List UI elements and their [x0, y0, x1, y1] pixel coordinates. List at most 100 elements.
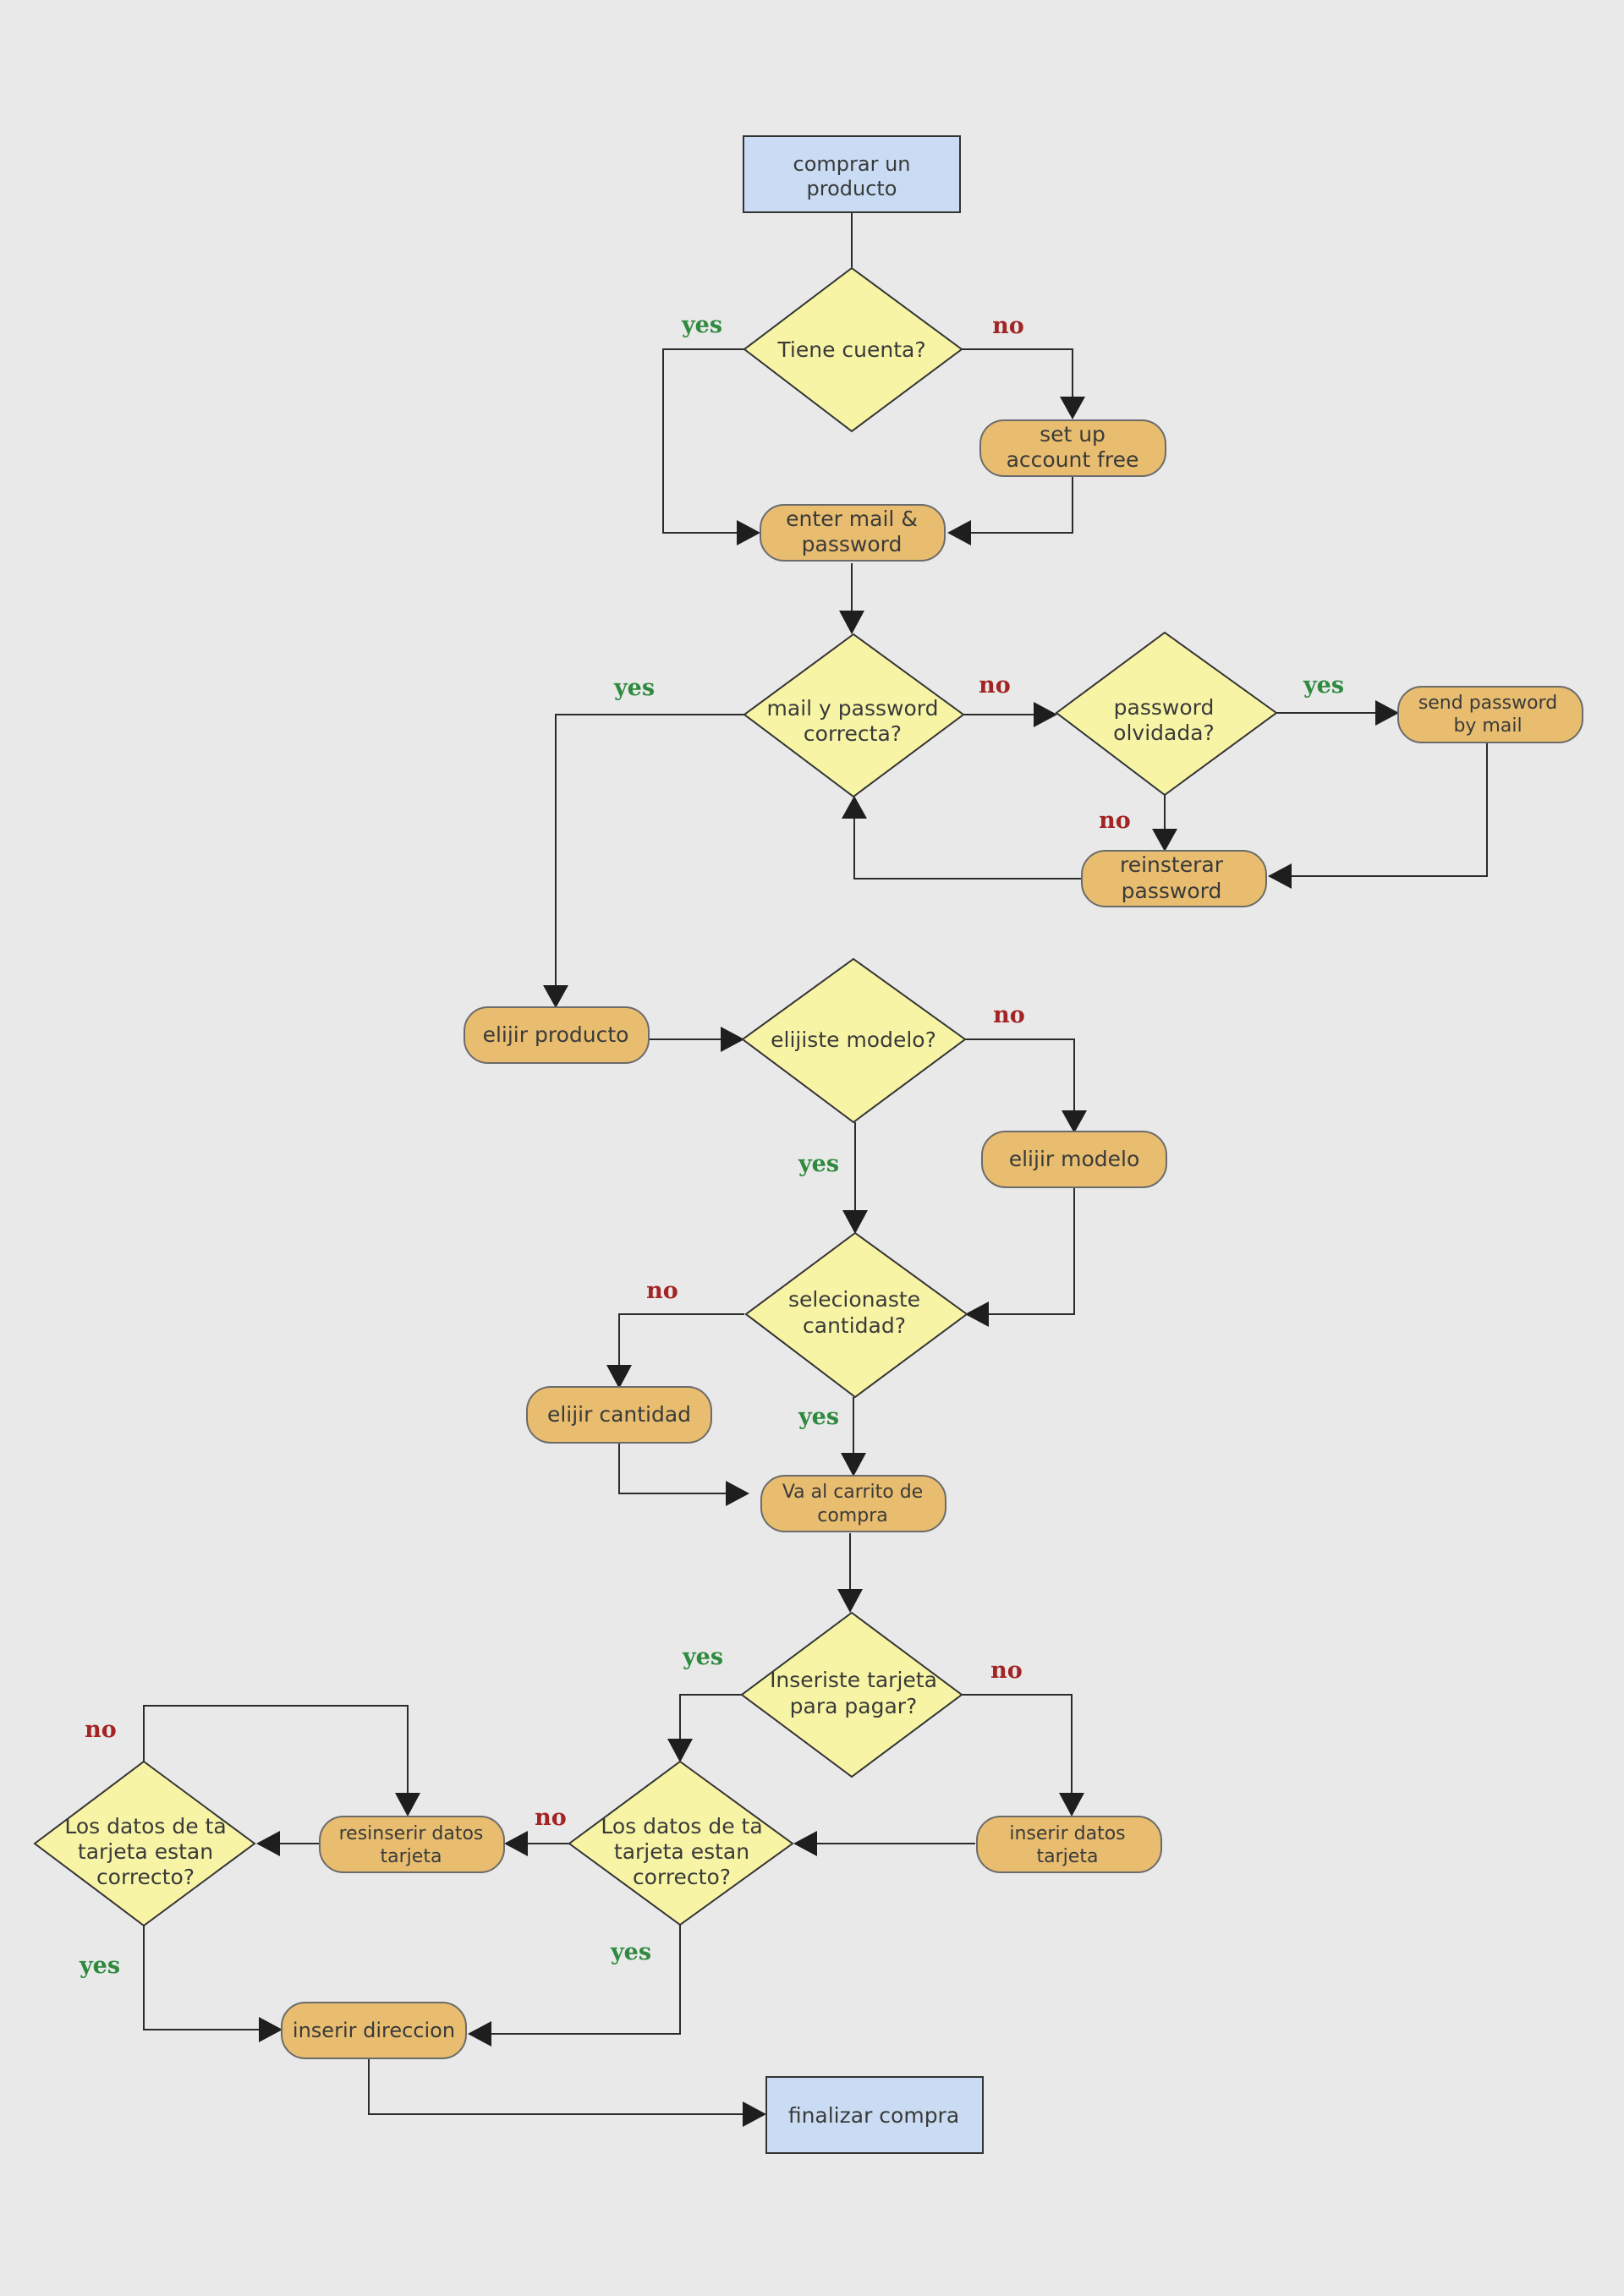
label-cantidad-no: no: [646, 1278, 678, 1304]
process-inserir-direccion-text: inserir direccion: [293, 2019, 455, 2042]
process-enter-mail-line-1: enter mail &: [786, 507, 918, 531]
edge-mail-yes: [555, 714, 744, 1005]
label-datos2-no: no: [85, 1717, 117, 1743]
label-olvidada-yes: yes: [1303, 672, 1344, 699]
decision-datos-correcto-2-line-1: Los datos de ta: [64, 1814, 226, 1838]
process-resinserir-datos-line-1: resinserir datos: [339, 1823, 484, 1844]
decision-selecionaste-cantidad-line-1: selecionaste: [788, 1287, 920, 1312]
process-inserir-direccion: inserir direccion: [281, 2002, 467, 2059]
process-inserir-datos-line-2: tarjeta: [1037, 1846, 1099, 1867]
decision-datos-correcto-1-line-2: tarjeta estan: [614, 1839, 749, 1864]
arrowhead: [837, 1589, 863, 1613]
arrowhead: [793, 1831, 817, 1856]
end-node-text: finalizar compra: [788, 2103, 959, 2128]
process-elijir-producto: elijir producto: [464, 1006, 650, 1064]
label-modelo-yes: yes: [798, 1151, 839, 1177]
decision-inseriste-tarjeta-line-1: Inseriste tarjeta: [770, 1668, 937, 1692]
decision-datos-correcto-1-line-1: Los datos de ta: [601, 1814, 762, 1838]
decision-datos-correcto-2-line-3: correcto?: [96, 1865, 195, 1889]
process-reinsterar-password-line-1: reinsterar: [1120, 852, 1224, 877]
process-reinsterar-password-line-2: password: [1122, 879, 1222, 903]
label-mail-yes: yes: [613, 675, 655, 701]
edge-reinsterar-to-mail: [853, 799, 1082, 879]
process-inserir-datos-line-1: inserir datos: [1009, 1823, 1125, 1844]
edge-inseriste-no: [962, 1694, 1073, 1813]
branch-labels: yes no yes no yes no no yes no yes yes n…: [79, 312, 1344, 1979]
decision-mail-correcta-line-1: mail y password: [767, 696, 939, 721]
decision-mail-correcta-line-2: correcta?: [804, 721, 902, 746]
decision-selecionaste-cantidad: selecionaste cantidad?: [744, 1231, 968, 1399]
edge-elijir-modelo-to-cantidad: [968, 1186, 1075, 1315]
arrowhead: [259, 2017, 283, 2042]
decision-datos-correcto-1-line-3: correcto?: [633, 1865, 731, 1889]
label-mail-no: no: [979, 672, 1011, 699]
process-send-password-line-1: send password: [1418, 693, 1557, 714]
edge-datos2-no: [143, 1705, 409, 1813]
arrowhead: [256, 1831, 280, 1856]
process-reinsterar-password: reinsterar password: [1081, 850, 1267, 907]
decision-elijiste-modelo-text: elijiste modelo?: [771, 1027, 936, 1052]
arrowhead: [947, 520, 971, 545]
label-tiene-no: no: [992, 313, 1024, 339]
decision-password-olvidada-line-1: password: [1114, 695, 1215, 720]
arrowhead: [839, 611, 864, 634]
edge-tiene-yes: [662, 348, 757, 534]
process-enter-mail-line-2: password: [802, 532, 903, 556]
arrowhead: [468, 2021, 491, 2047]
process-set-up-account-line-2: account free: [1007, 447, 1139, 472]
decision-datos-correcto-2-line-2: tarjeta estan: [78, 1839, 213, 1864]
start-node: comprar un producto: [743, 135, 961, 213]
start-node-line-1: comprar un: [793, 152, 911, 176]
edge-cantidad-no: [618, 1313, 744, 1385]
edge-send-to-reinsterar: [1271, 743, 1488, 877]
arrowhead: [842, 1210, 868, 1234]
arrowhead: [737, 520, 760, 545]
label-datos1-no: no: [535, 1805, 567, 1831]
arrowhead: [842, 796, 867, 819]
decision-mail-correcta: mail y password correcta?: [743, 633, 965, 798]
arrowhead: [504, 1831, 528, 1856]
decision-password-olvidada-line-2: olvidada?: [1113, 721, 1215, 745]
decision-tiene-cuenta-text: Tiene cuenta?: [776, 337, 925, 362]
edge-direccion-to-finalizar: [368, 2059, 763, 2115]
label-datos2-yes: yes: [79, 1953, 120, 1979]
arrowhead: [965, 1301, 989, 1327]
arrowhead: [1034, 702, 1057, 727]
arrowhead: [841, 1453, 866, 1477]
arrowhead: [1375, 700, 1399, 726]
edge-datos2-yes: [143, 1926, 279, 2030]
edge-elijir-cantidad-to-carrito: [618, 1443, 746, 1494]
process-carrito-line-2: compra: [817, 1505, 887, 1526]
process-set-up-account: set up account free: [979, 419, 1166, 477]
process-send-password: send password by mail: [1397, 686, 1583, 743]
arrowhead: [395, 1793, 420, 1817]
arrowhead: [743, 2101, 766, 2127]
arrowhead: [721, 1027, 744, 1052]
process-elijir-cantidad: elijir cantidad: [526, 1386, 712, 1444]
decision-datos-correcto-1: Los datos de ta tarjeta estan correcto?: [568, 1760, 794, 1926]
arrowhead: [1152, 829, 1177, 852]
arrowhead: [1059, 1793, 1084, 1817]
label-cantidad-yes: yes: [798, 1404, 839, 1430]
arrowhead: [1060, 397, 1085, 419]
arrowhead: [726, 1481, 749, 1506]
decision-password-olvidada: password olvidada?: [1055, 631, 1278, 797]
process-resinserir-datos-line-2: tarjeta: [381, 1846, 442, 1867]
arrowhead: [543, 985, 568, 1008]
arrowhead: [606, 1365, 632, 1389]
edge-tiene-no: [962, 348, 1073, 416]
process-inserir-datos: inserir datos tarjeta: [976, 1816, 1162, 1873]
process-enter-mail: enter mail & password: [760, 504, 946, 562]
label-modelo-no: no: [993, 1002, 1025, 1028]
process-elijir-producto-text: elijir producto: [483, 1022, 629, 1047]
decision-inseriste-tarjeta-line-2: para pagar?: [790, 1694, 918, 1718]
label-datos1-yes: yes: [610, 1939, 651, 1965]
arrowhead: [1268, 863, 1292, 889]
process-resinserir-datos: resinserir datos tarjeta: [319, 1816, 505, 1873]
decision-elijiste-modelo: elijiste modelo?: [741, 957, 967, 1124]
decision-inseriste-tarjeta: Inseriste tarjeta para pagar?: [740, 1611, 963, 1778]
label-olvidada-no: no: [1099, 808, 1131, 834]
process-set-up-account-line-1: set up: [1040, 422, 1106, 447]
start-node-line-2: producto: [807, 177, 897, 200]
